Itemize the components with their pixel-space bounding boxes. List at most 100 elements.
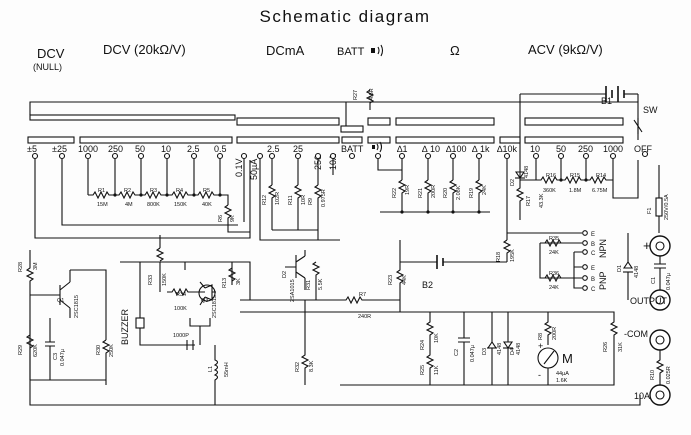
r29-value: 620K [33, 344, 39, 357]
svg-text:8.3K: 8.3K [309, 360, 315, 372]
acv-chain [515, 159, 639, 220]
r26-label: R26 [603, 342, 609, 352]
range-ohm-x1: ∆1 [397, 144, 408, 154]
r21-label: R21 [418, 188, 424, 198]
battery-b1: B1 [601, 86, 638, 106]
r3-value: 800K [147, 202, 160, 208]
jack-com[interactable]: -COM [624, 329, 671, 351]
range-dcv-50: 50 [135, 144, 145, 154]
range-ohm-x10: ∆ 10 [422, 144, 440, 154]
switch-wafer-row [27, 114, 624, 144]
svg-text:4.5R: 4.5R [369, 88, 375, 100]
c2-value: 0.047µ [470, 344, 476, 362]
r4-value: 150K [174, 202, 187, 208]
r34-label: R34 [176, 292, 186, 298]
r25-label: R25 [420, 365, 426, 375]
r2-label: R2 [124, 188, 131, 194]
svg-text:R31: R31 [306, 280, 312, 290]
meter-minus: - [538, 370, 541, 380]
range-dcv-10: 10 [161, 144, 171, 154]
c3-label: C3 [53, 353, 59, 360]
r11-value: 10R [301, 195, 307, 205]
npn-label: NPN [598, 239, 608, 258]
r12-label: R12 [262, 195, 268, 205]
resistor-r6: R6 9K [218, 204, 250, 233]
q1-value: 2SC1815 [74, 295, 80, 318]
r5-label: R5 [203, 188, 210, 194]
r14-value: 6.75M [592, 188, 608, 194]
svg-text:R18: R18 [496, 252, 502, 262]
switch-contacts [31, 152, 617, 160]
r16-label: R16 [546, 173, 556, 179]
svg-text:4148: 4148 [634, 266, 640, 278]
transistor-q2: D2 2SA1015 [282, 250, 306, 302]
range-dcv-0-5: 0.5 [214, 144, 227, 154]
meter-plus: + [538, 341, 543, 351]
r13-label: R13 [222, 278, 228, 288]
sw-label: SW [643, 105, 658, 115]
range-acv-1000: 1000 [603, 144, 623, 154]
q1-label: Q1 [57, 298, 64, 304]
svg-text:R10: R10 [650, 370, 656, 380]
jack-output[interactable]: OUTPUT [630, 289, 671, 311]
svg-text:195K: 195K [510, 249, 516, 262]
svg-text:250V/0.5A: 250V/0.5A [664, 194, 670, 220]
svg-text:0.025R: 0.025R [666, 366, 672, 384]
jack-10a[interactable]: 10A [634, 384, 671, 406]
resistor-r10: R10 0.025R [650, 350, 672, 385]
r9-value: 0.975R [321, 189, 327, 207]
svg-text:55mH: 55mH [224, 362, 230, 377]
svg-text:R6: R6 [218, 215, 224, 222]
r28-value: 3M [33, 262, 39, 270]
meter-symbol: M [562, 351, 573, 366]
r33-label: R33 [148, 275, 154, 285]
null-range-wiring [34, 159, 251, 239]
svg-text:F1: F1 [647, 208, 653, 214]
svg-text:D2: D2 [282, 271, 288, 278]
r35-label: R35 [549, 236, 559, 242]
r30-value: 250K [109, 344, 115, 357]
svg-text:2SA1015: 2SA1015 [290, 279, 296, 302]
r9-label: R9 [308, 198, 314, 205]
range-dcv-250: 250 [108, 144, 123, 154]
pin-b2: B [591, 277, 595, 283]
r26-value: 31K [618, 342, 624, 352]
range-off: OFF [634, 144, 652, 154]
range-dcma-50ua: 50µA [249, 159, 259, 180]
resistor-r18: R18 195K [496, 239, 516, 262]
svg-text:D3: D3 [482, 348, 488, 355]
svg-text:10A: 10A [634, 391, 650, 401]
r13-value: 3K [236, 278, 242, 285]
range-dcv-2-5: 2.5 [187, 144, 200, 154]
pin-e2: E [591, 266, 595, 272]
range-ohm-x100: ∆100 [446, 144, 467, 154]
svg-text:0.047µ: 0.047µ [666, 272, 672, 290]
r3-label: R3 [150, 188, 157, 194]
r15-label: R15 [570, 173, 580, 179]
range-null-5: ±5 [27, 144, 37, 154]
battery-b2: B2 [400, 255, 507, 290]
r29-label: R29 [18, 345, 24, 355]
jack-plus[interactable]: + [643, 235, 671, 257]
svg-text:+: + [643, 238, 651, 253]
svg-text:44K: 44K [402, 275, 408, 285]
b2-label: B2 [422, 280, 433, 290]
buzzer-icon [371, 44, 384, 57]
buzzer-label: BUZZER [120, 308, 130, 345]
r21-value: 200R [431, 185, 437, 198]
r5-value: 40K [202, 202, 212, 208]
range-batt: BATT [341, 144, 364, 154]
r2-value: 4M [125, 202, 133, 208]
buzzer-oscillator [120, 235, 251, 350]
diode-d4: D4 4148 [502, 341, 522, 385]
r19-label: R19 [469, 188, 475, 198]
resistor-r31: R31 5.5K [306, 261, 324, 300]
header-null: (NULL) [33, 62, 62, 72]
header-dcv: DCV (20kΩ/V) [103, 42, 186, 57]
r28-label: R28 [18, 262, 24, 272]
meter-section [29, 311, 641, 406]
r16-value: 360K [543, 188, 556, 194]
r17-label: R17 [526, 196, 532, 206]
svg-text:9K: 9K [230, 215, 236, 222]
range-dcma-25: 25 [293, 144, 303, 154]
